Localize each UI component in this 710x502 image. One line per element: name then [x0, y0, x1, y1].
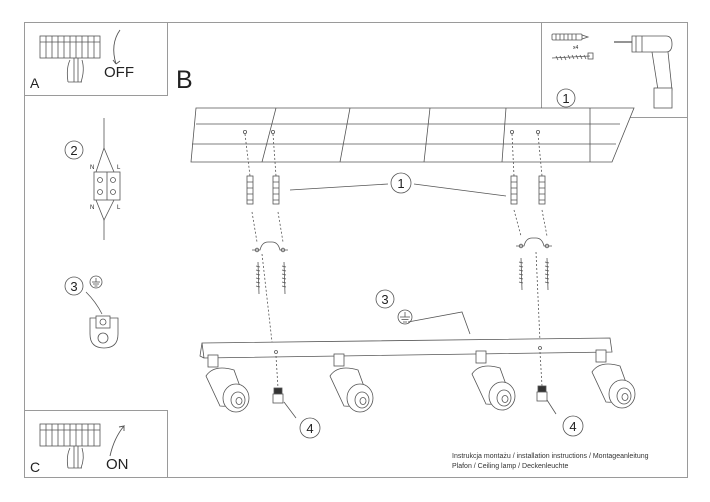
ceiling-dowels [244, 133, 546, 205]
ground-symbol-main-icon [397, 309, 413, 325]
wiring-n-top: N [90, 165, 95, 171]
step-circle-2 [64, 140, 84, 160]
spotlight-3 [471, 350, 516, 411]
step-circle-3-main [375, 289, 395, 309]
decorative-nut-left-icon [272, 355, 297, 419]
mounting-bracket-left [252, 241, 288, 253]
mounting-bracket-right [516, 237, 552, 249]
ground-symbol-icon [89, 275, 103, 289]
spotlight-1 [205, 354, 250, 413]
tools-quantity-label: x4 [573, 45, 579, 51]
ceiling-plate [190, 107, 635, 163]
panel-a-off-label: OFF [104, 64, 134, 81]
panel-c-letter: C [30, 459, 41, 475]
step-circle-tools [556, 88, 576, 108]
spotlight-2 [329, 353, 374, 413]
step-circle-4-left [299, 417, 321, 439]
caption-line-2: Plafon / Ceiling lamp / Deckenleuchte [452, 463, 569, 470]
step-circle-4-right [562, 415, 584, 437]
breaker-box-on-icon [39, 423, 101, 469]
ground-wire [407, 311, 471, 335]
wall-plug-icon [551, 33, 590, 41]
wiring-l-top: L [117, 165, 121, 171]
step1-leader-lines [289, 183, 507, 197]
panel-a-letter: A [30, 75, 40, 91]
decorative-nut-right-icon [536, 351, 557, 415]
spotlight-4 [591, 349, 636, 409]
lamp-bar [199, 337, 613, 359]
drill-icon [614, 35, 673, 109]
step-circle-1-main [390, 172, 412, 194]
step-number-3-main: 3 [381, 292, 388, 307]
ground-bracket-icon [85, 291, 119, 349]
wiring-l-bottom: L [117, 205, 121, 211]
bracket-screws [255, 257, 550, 295]
main-letter: B [176, 66, 193, 94]
panel-c-on-label: ON [106, 456, 129, 473]
panel-a [24, 22, 168, 96]
diagram-frame [24, 22, 688, 478]
step-number-2: 2 [70, 143, 77, 158]
step-number-1-main: 1 [397, 176, 404, 191]
step-number-3-left: 3 [70, 279, 77, 294]
terminal-block-icon [93, 118, 121, 240]
screw-icon [551, 52, 594, 61]
step-number-4-left: 4 [306, 421, 313, 436]
switch-on-arrow-icon [109, 425, 126, 457]
caption: Instrukcja montażu / installation instru… [452, 452, 684, 472]
wiring-n-bottom: N [90, 205, 95, 211]
step-number-tools: 1 [562, 91, 569, 106]
breaker-box-off-icon [39, 35, 101, 83]
step-number-4-right: 4 [569, 419, 576, 434]
step-circle-3-left [64, 276, 84, 296]
caption-line-1: Instrukcja montażu / installation instru… [452, 453, 649, 460]
switch-off-arrow-icon [112, 29, 121, 65]
